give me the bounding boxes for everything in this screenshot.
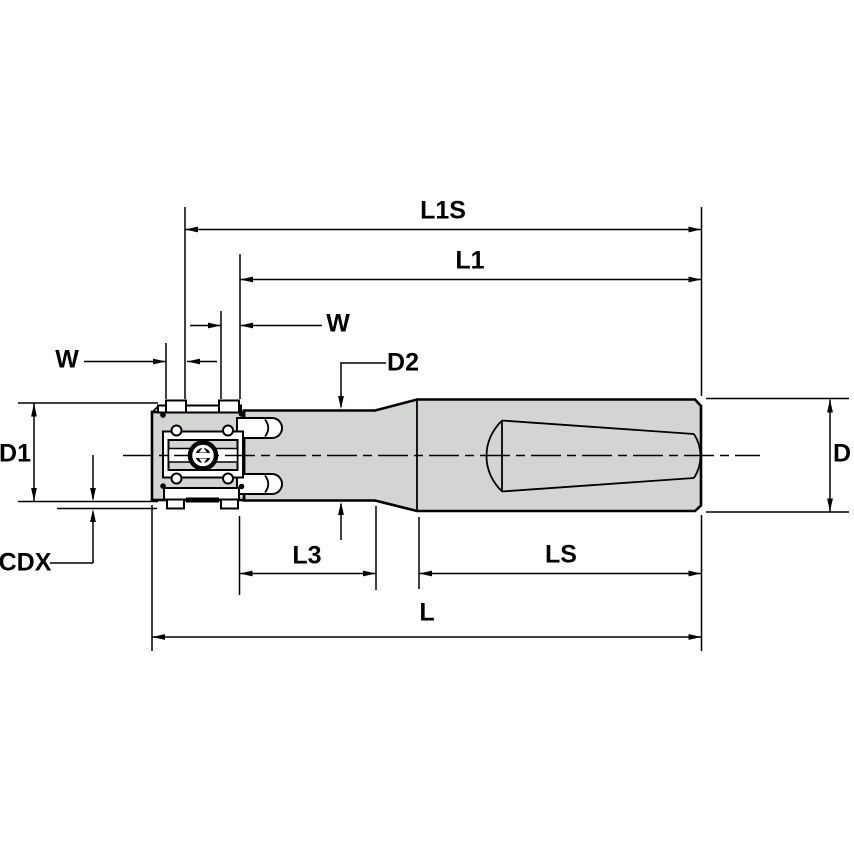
pocket-hole <box>170 472 183 485</box>
dim-label-l1: L1 <box>455 246 485 275</box>
insert-tab <box>166 498 185 510</box>
face-corner-dots <box>160 411 245 490</box>
dim-cdx <box>50 455 96 564</box>
dim-label-d2: D2 <box>387 348 419 377</box>
dim-label-l1s: L1S <box>420 196 466 225</box>
dim-label-d1: D1 <box>0 439 31 468</box>
insert-row-bottom <box>163 487 240 510</box>
dim-l <box>152 634 702 640</box>
insert-row-top <box>157 399 242 414</box>
dim-d <box>827 399 833 512</box>
dim-l3 <box>239 570 376 577</box>
insert-tab <box>220 498 239 510</box>
side-insert-bottom <box>236 473 283 495</box>
pocket-hole <box>222 472 234 485</box>
dim-label-w-top: W <box>326 309 350 338</box>
dim-d1 <box>31 403 37 501</box>
side-insert-top <box>236 417 283 439</box>
pocket-hole <box>222 424 234 437</box>
pocket-hole <box>170 424 183 437</box>
dim-label-w-left: W <box>55 345 79 374</box>
dim-w-top <box>190 322 322 329</box>
dim-d2 <box>338 362 386 540</box>
dim-label-l3: L3 <box>292 541 322 570</box>
dim-label-cdx: CDX <box>0 548 52 577</box>
insert-tab <box>165 399 187 414</box>
dim-l1 <box>240 276 702 283</box>
dim-l1s <box>185 226 702 233</box>
dim-label-l: L <box>419 598 435 627</box>
dim-w-left <box>84 358 217 365</box>
insert-tab <box>218 399 240 414</box>
dim-label-d: D <box>832 439 852 468</box>
insert-edge-black-bar <box>186 497 219 503</box>
dim-label-ls: LS <box>545 540 577 569</box>
clamp-screw <box>187 440 219 471</box>
extension-lines <box>18 207 849 651</box>
dim-ls <box>419 570 702 577</box>
